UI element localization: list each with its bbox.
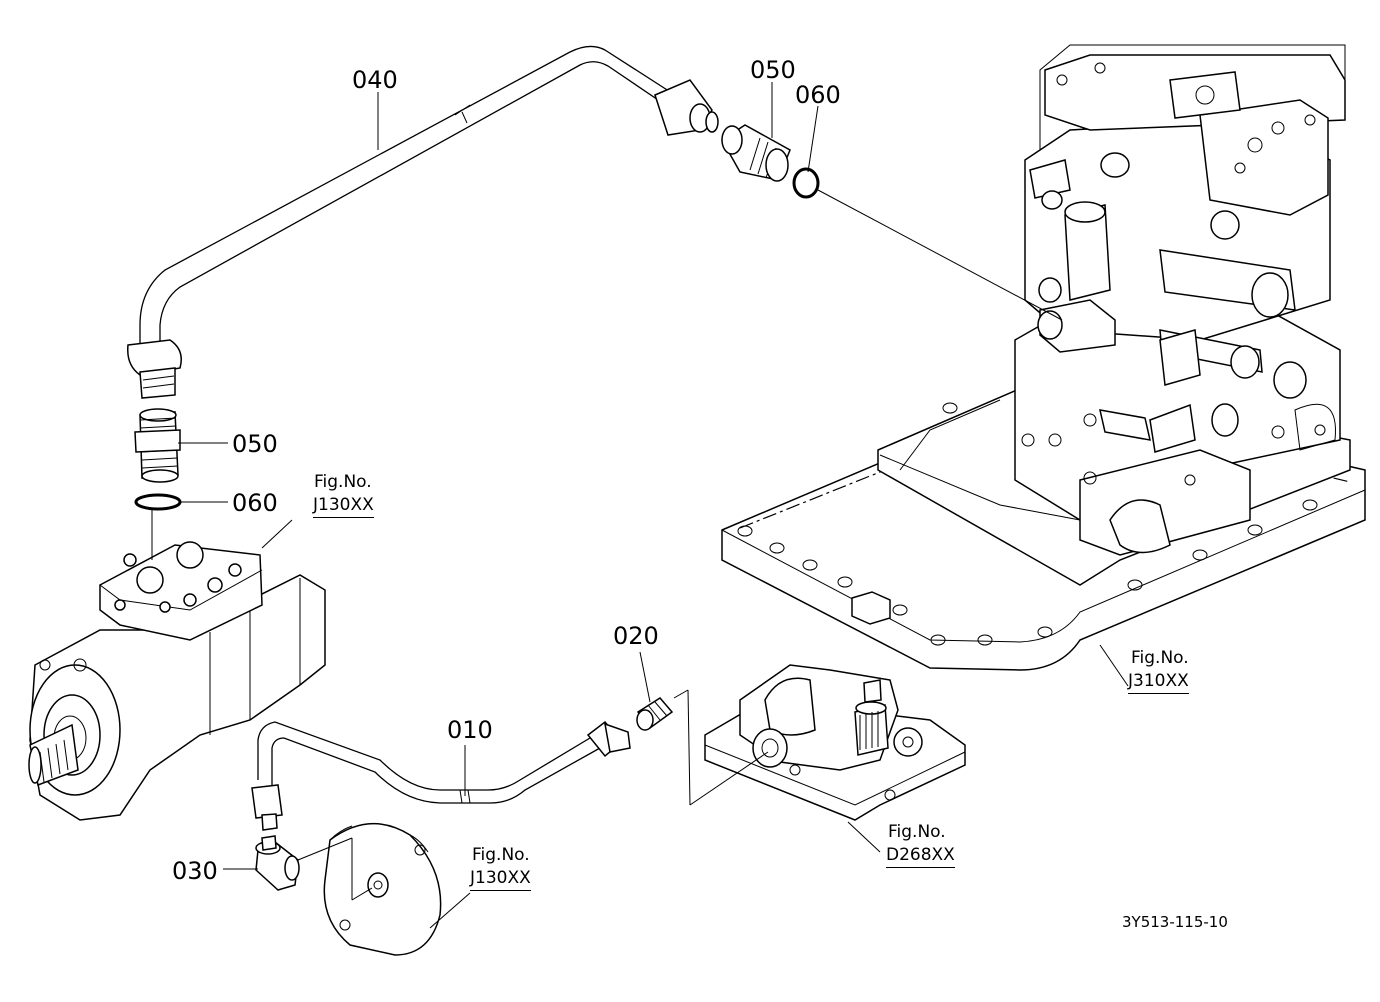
fitting-050-left — [134, 408, 181, 483]
pipe-010 — [251, 720, 631, 831]
fig-caption-valve: Fig.No. — [888, 822, 946, 842]
part-label-050-left: 050 — [232, 430, 278, 458]
fig-caption-pump: Fig.No. — [314, 472, 372, 492]
transmission-assembly — [721, 44, 1366, 671]
fig-ref-valve[interactable]: D268XX — [886, 847, 955, 868]
elbow-030 — [255, 835, 300, 891]
o-ring-060-top — [792, 167, 820, 199]
part-label-030: 030 — [172, 857, 218, 885]
valve-block — [704, 664, 966, 821]
round-plate — [323, 823, 442, 956]
fig-caption-transmission: Fig.No. — [1131, 648, 1189, 668]
o-ring-060-left — [134, 493, 182, 511]
part-label-010: 010 — [447, 716, 493, 744]
fig-ref-pump[interactable]: J130XX — [313, 497, 374, 518]
part-label-060-top: 060 — [795, 81, 841, 109]
leader-lines — [151, 82, 1129, 929]
fitting-050-top — [721, 124, 791, 182]
fig-ref-plate[interactable]: J130XX — [470, 870, 531, 891]
part-label-020: 020 — [613, 622, 659, 650]
part-label-040: 040 — [352, 66, 398, 94]
part-label-050-top: 050 — [750, 56, 796, 84]
fig-ref-transmission[interactable]: J310XX — [1128, 673, 1189, 694]
drawing-code: 3Y513-115-10 — [1122, 913, 1228, 931]
hydraulic-pump — [28, 541, 326, 821]
fig-caption-plate: Fig.No. — [472, 845, 530, 865]
part-label-060-left: 060 — [232, 489, 278, 517]
fitting-020 — [636, 697, 674, 731]
pipe-040 — [127, 45, 719, 399]
